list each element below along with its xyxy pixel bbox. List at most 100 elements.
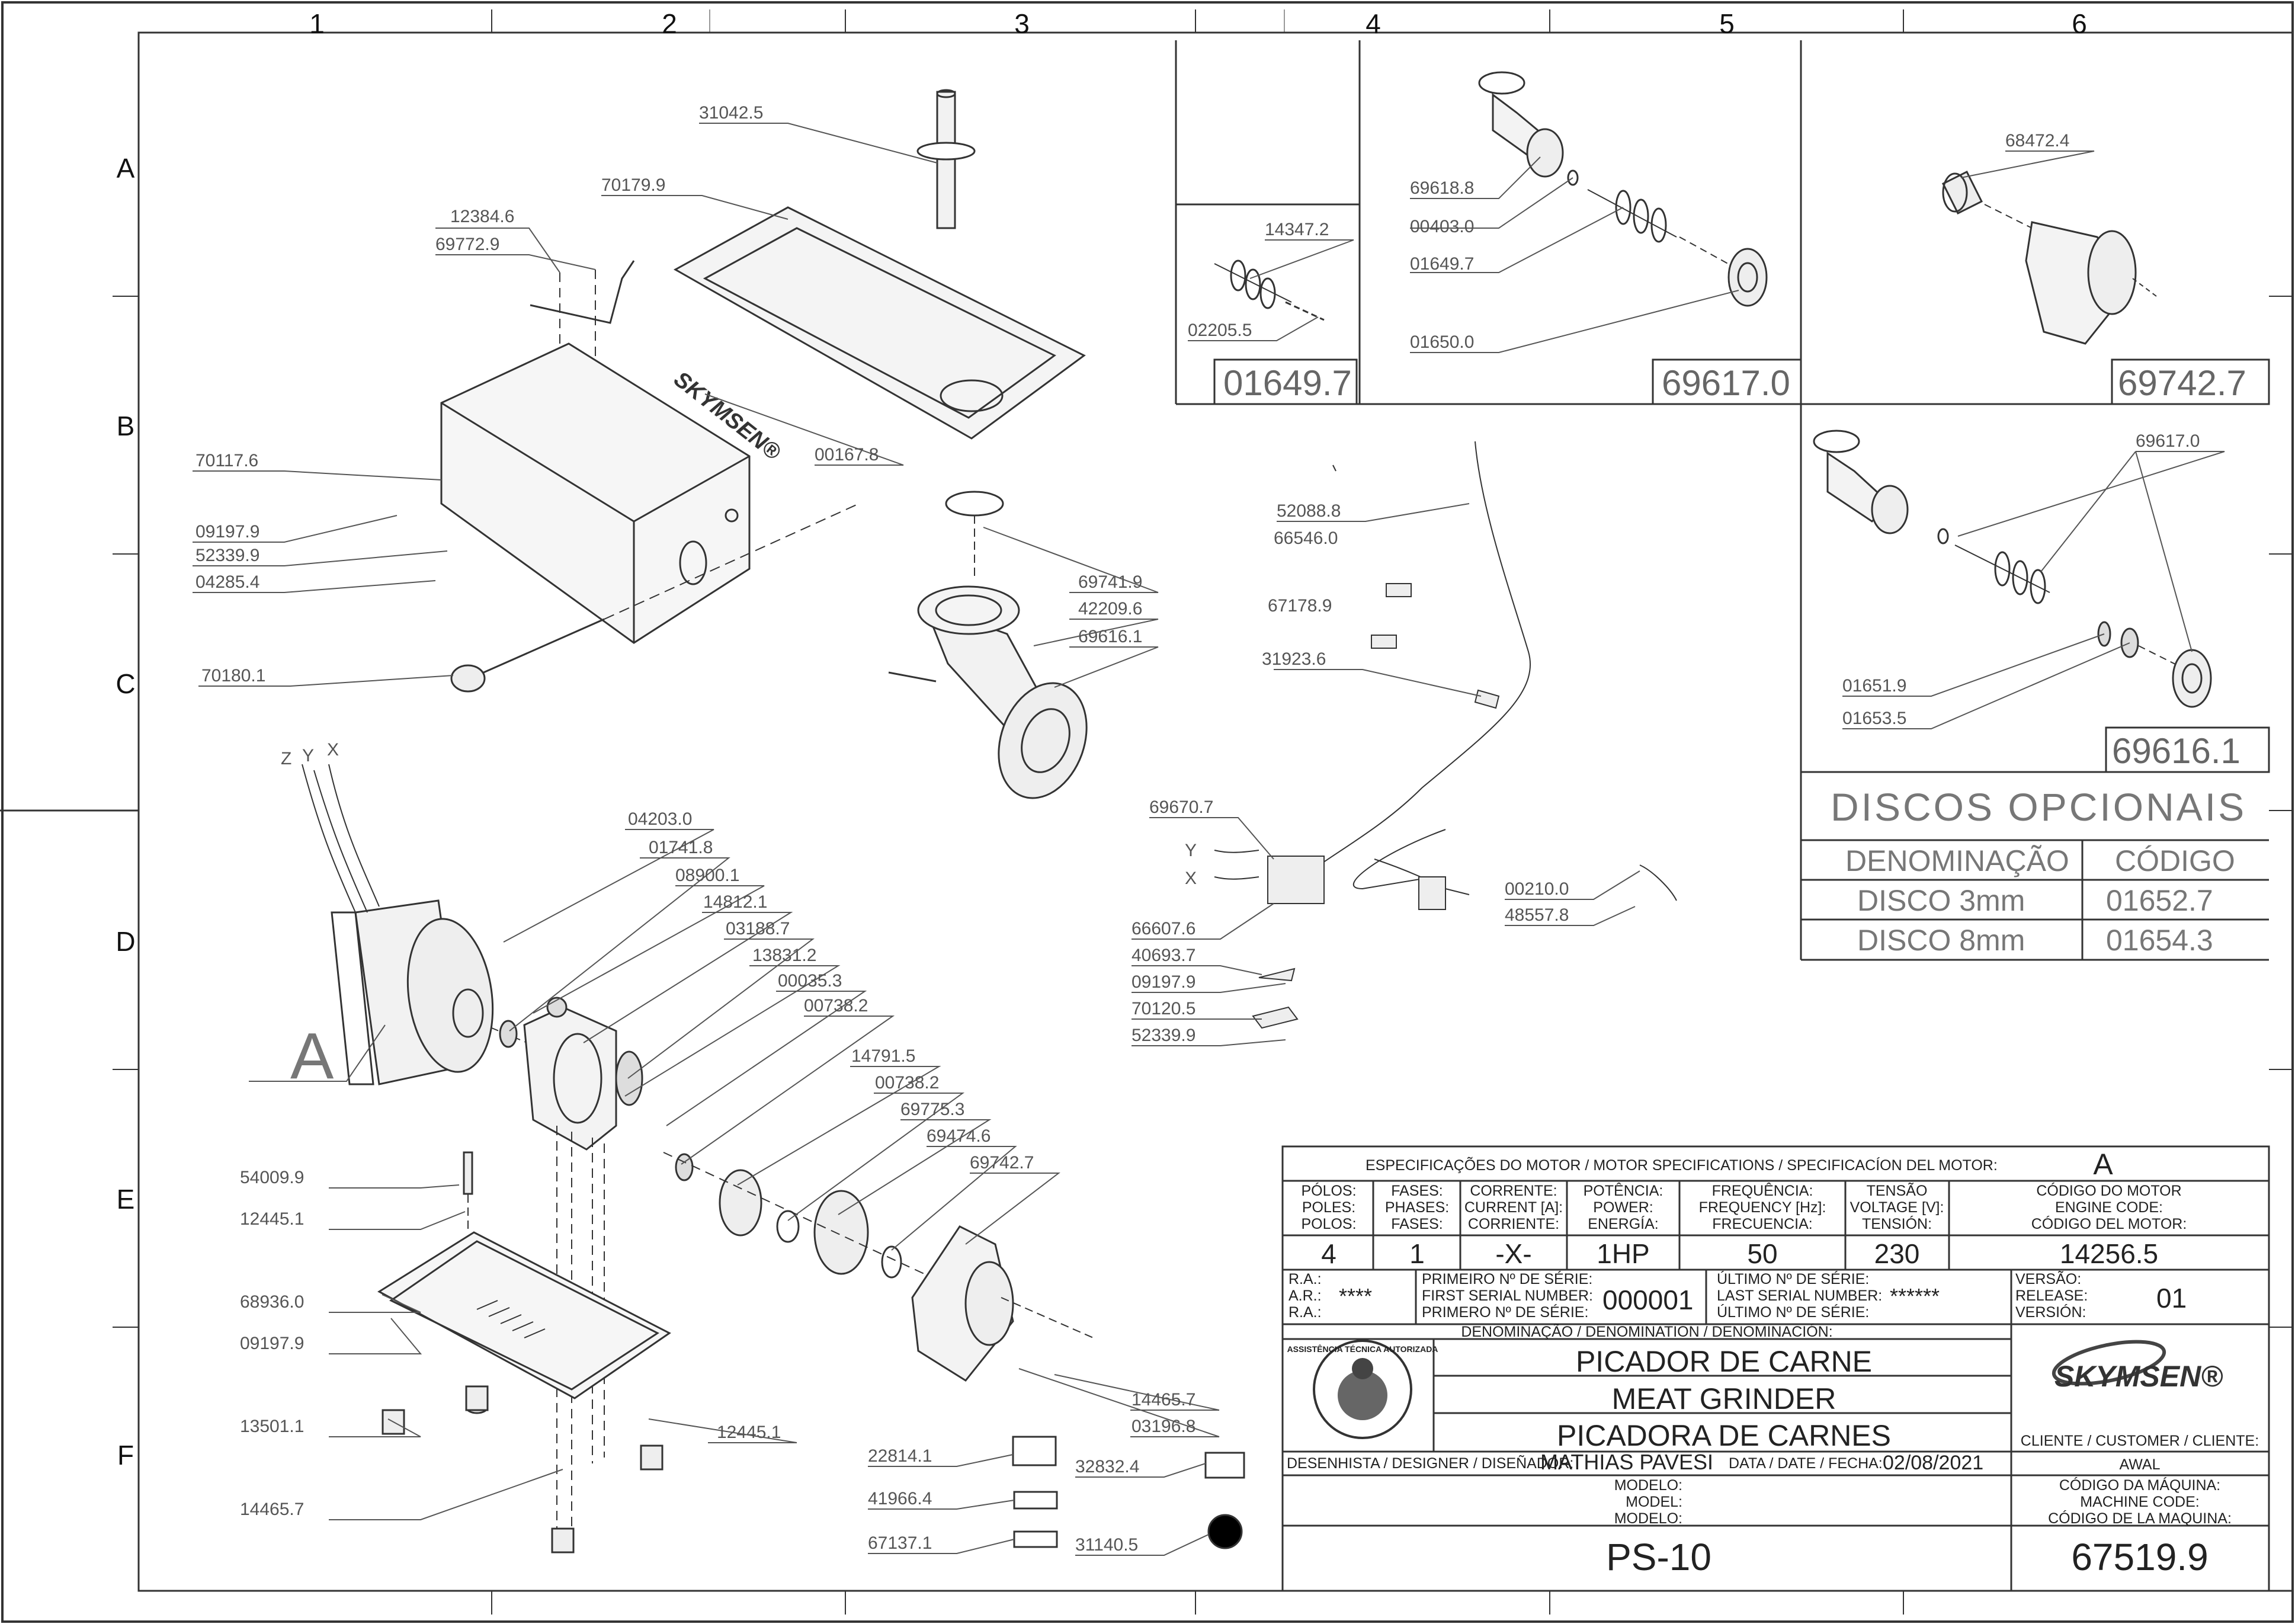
poles-value: 4 xyxy=(1321,1238,1336,1269)
part-label: 00738.2 xyxy=(804,996,868,1016)
optional-discs-title: DISCOS OPCIONAIS xyxy=(1831,785,2246,829)
version-label: RELEASE: xyxy=(2015,1287,2088,1304)
wire-label: X xyxy=(327,740,339,760)
part-label: 00403.0 xyxy=(1410,217,1474,236)
motor-code-header: CÓDIGO DO MOTOR xyxy=(2036,1182,2181,1199)
power-header: ENERGÍA: xyxy=(1588,1215,1658,1232)
phases-header: FASES: xyxy=(1391,1216,1443,1232)
power-value: 1HP xyxy=(1597,1238,1649,1269)
part-label: 67178.9 xyxy=(1268,596,1332,616)
phases-header: FASES: xyxy=(1391,1183,1443,1199)
model-label: MODELO: xyxy=(1614,1510,1682,1527)
brand-name: SKYMSEN® xyxy=(2054,1360,2223,1393)
seal-text: ASSISTÊNCIA TÉCNICA AUTORIZADA xyxy=(1287,1344,1438,1354)
base-plate-drawing xyxy=(377,1151,671,1399)
skymsen-logo: SKYMSEN® xyxy=(2052,1340,2223,1393)
part-label: 69617.0 xyxy=(2136,431,2200,451)
poles-header: PÓLOS: xyxy=(1301,1182,1356,1199)
disc-name: DISCO 3mm xyxy=(1857,884,2025,917)
col-label: 4 xyxy=(1366,8,1381,39)
stickers-drawing xyxy=(1012,1436,1245,1549)
voltage-value: 230 xyxy=(1874,1238,1920,1269)
part-label: 52339.9 xyxy=(1132,1026,1195,1045)
part-label: 52339.9 xyxy=(195,546,259,565)
frequency-header: FRECUENCIA: xyxy=(1712,1216,1812,1232)
current-header: CORRIENTE: xyxy=(1468,1216,1559,1232)
part-label: 09197.9 xyxy=(240,1334,304,1353)
column-header: CÓDIGO xyxy=(2115,844,2235,877)
part-label: 14791.5 xyxy=(851,1046,915,1066)
first-serial-value: 000001 xyxy=(1602,1285,1694,1315)
part-label: 70117.6 xyxy=(195,451,258,470)
part-label: 02205.5 xyxy=(1188,321,1252,340)
part-label: 09197.9 xyxy=(1132,972,1195,992)
current-header: CURRENT [A]: xyxy=(1464,1199,1563,1216)
part-illustrations: SKYMSEN® xyxy=(302,71,2212,1553)
part-label: 32832.4 xyxy=(1075,1457,1139,1476)
part-label: 69670.7 xyxy=(1149,797,1213,817)
motor-view-label: A xyxy=(290,1020,334,1093)
part-label: 01651.9 xyxy=(1842,676,1906,696)
part-label: 03188.7 xyxy=(726,919,790,938)
col-label: 6 xyxy=(2072,8,2087,39)
version-label: VERSIÓN: xyxy=(2015,1303,2086,1321)
ra-value: **** xyxy=(1339,1284,1372,1308)
machine-code-label: CÓDIGO DA MÁQUINA: xyxy=(2059,1476,2220,1494)
version-value: 01 xyxy=(2156,1283,2187,1314)
row-label: E xyxy=(117,1184,135,1215)
detail-box-code: 69742.7 xyxy=(2118,363,2246,403)
part-label: 66607.6 xyxy=(1132,919,1195,938)
ra-label: R.A.: xyxy=(1288,1271,1322,1287)
gearbox-drawing xyxy=(523,997,643,1540)
disc-code: 01654.3 xyxy=(2106,924,2213,957)
motor-spec-header: ESPECIFICAÇÕES DO MOTOR / MOTOR SPECIFIC… xyxy=(1366,1157,1998,1174)
current-header: CORRENTE: xyxy=(1470,1183,1557,1199)
part-label: 13501.1 xyxy=(240,1417,304,1436)
part-label: 14465.7 xyxy=(1132,1390,1195,1410)
client-value: AWAL xyxy=(2120,1456,2161,1473)
part-label: 00738.2 xyxy=(875,1073,939,1093)
part-label: 69616.1 xyxy=(1078,627,1142,646)
pusher-drawing xyxy=(916,89,976,229)
model-label: MODEL: xyxy=(1626,1494,1682,1510)
part-label: 69618.8 xyxy=(1410,178,1474,198)
date-value: 02/08/2021 xyxy=(1883,1452,1983,1474)
last-serial-label: LAST SERIAL NUMBER: xyxy=(1717,1287,1882,1304)
long-bolt-drawing xyxy=(450,503,860,693)
gears-drawing xyxy=(663,1152,925,1279)
feet-drawing xyxy=(382,1385,664,1553)
col-label: 1 xyxy=(309,8,325,39)
column-header: DENOMINAÇÃO xyxy=(1845,844,2069,877)
motor-spec-table: ESPECIFICAÇÕES DO MOTOR / MOTOR SPECIFIC… xyxy=(1281,1145,2270,1592)
detail-boxes xyxy=(1175,40,2270,960)
part-label: 68936.0 xyxy=(240,1292,304,1312)
tray-drawing xyxy=(673,206,1086,440)
leader-lines xyxy=(193,123,2225,1556)
row-label: B xyxy=(117,411,135,441)
power-header: POWER: xyxy=(1593,1199,1653,1216)
motor-code-header: CÓDIGO DEL MOTOR: xyxy=(2031,1215,2187,1232)
part-label: 70180.1 xyxy=(201,666,265,686)
part-label: 68472.4 xyxy=(2005,131,2069,150)
first-serial-label: PRIMEIRO Nº DE SÉRIE: xyxy=(1422,1270,1592,1287)
part-label: 31140.5 xyxy=(1075,1535,1138,1555)
part-label: 69775.3 xyxy=(900,1100,964,1119)
wire-label: Z xyxy=(281,749,291,768)
part-label: 12384.6 xyxy=(450,207,514,226)
part-label: 13831.2 xyxy=(752,946,816,965)
connector-label: Y xyxy=(1185,841,1197,860)
part-label: 22814.1 xyxy=(868,1446,932,1466)
client-label: CLIENTE / CUSTOMER / CLIENTE: xyxy=(2021,1433,2259,1449)
part-label: 40693.7 xyxy=(1132,946,1195,965)
worm-screw-small-drawing xyxy=(1214,260,1325,321)
part-label: 04203.0 xyxy=(628,809,692,829)
part-label: 69474.6 xyxy=(927,1126,991,1146)
power-header: POTÊNCIA: xyxy=(1584,1182,1663,1199)
voltage-header: TENSÃO xyxy=(1867,1182,1928,1199)
frequency-value: 50 xyxy=(1747,1238,1777,1269)
part-label: 00167.8 xyxy=(815,445,879,465)
motor-code-value: 14256.5 xyxy=(2060,1238,2158,1269)
housing-drawing xyxy=(440,342,751,644)
grinder-head-drawing xyxy=(888,491,1088,799)
